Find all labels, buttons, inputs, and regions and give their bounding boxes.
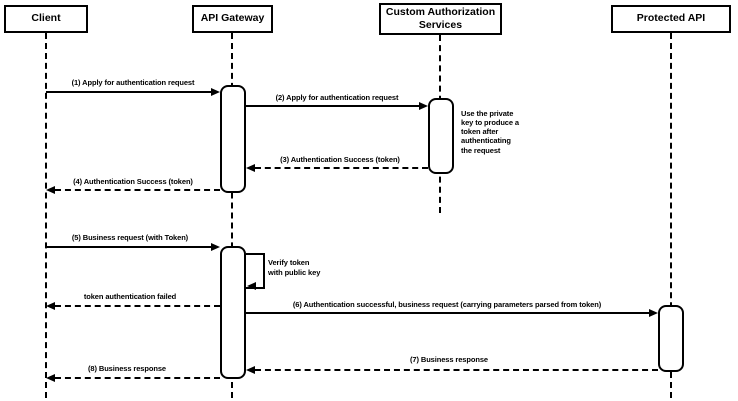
actor-protected-api-label: Protected API [636,12,706,25]
activation-protected-api [658,305,684,372]
message-5-arrow [46,246,211,248]
message-8-arrow [55,377,220,379]
activation-api-gateway-business [220,246,246,379]
message-1-arrowhead-icon [211,88,220,96]
self-message-arrowhead-icon [247,282,256,290]
message-6-label: (6) Authentication successful, business … [292,300,602,309]
message-8-label: (8) Business response [88,364,166,373]
message-3-arrow [255,167,428,169]
message-8-arrowhead-icon [46,374,55,382]
message-5-label: (5) Business request (with Token) [71,233,189,242]
message-6-arrow [246,312,649,314]
message-7-arrowhead-icon [246,366,255,374]
message-4-label: (4) Authentication Success (token) [73,177,193,186]
message-2-arrowhead-icon [419,102,428,110]
message-1-label: (1) Apply for authentication request [71,78,195,87]
message-3-label: (3) Authentication Success (token) [280,155,400,164]
lifeline-client [45,33,47,398]
activation-api-gateway-auth [220,85,246,193]
actor-custom-authorization-services-label: Custom Authorization Services [385,5,496,31]
actor-api-gateway: API Gateway [192,5,273,33]
lifeline-api-gateway [231,33,233,398]
actor-api-gateway-label: API Gateway [200,12,265,25]
actor-custom-authorization-services: Custom Authorization Services [379,3,502,35]
message-token-failed-arrow [55,305,220,307]
activation-custom-authorization [428,98,454,174]
message-7-label: (7) Business response [410,355,488,364]
actor-client: Client [4,5,88,33]
message-7-arrow [255,369,658,371]
message-4-arrow [55,189,220,191]
self-message-label: Verify token with public key [268,258,321,277]
lifeline-protected-api [670,33,672,398]
message-2-arrow [246,105,419,107]
message-4-arrowhead-icon [46,186,55,194]
actor-protected-api: Protected API [611,5,731,33]
message-6-arrowhead-icon [649,309,658,317]
message-1-arrow [46,91,211,93]
message-3-arrowhead-icon [246,164,255,172]
message-2-label: (2) Apply for authentication request [275,93,399,102]
message-5-arrowhead-icon [211,243,220,251]
message-token-failed-arrowhead-icon [46,302,55,310]
note-private-key: Use the private key to produce a token a… [461,109,520,155]
message-token-failed-label: token authentication failed [83,292,177,301]
actor-client-label: Client [31,12,61,25]
